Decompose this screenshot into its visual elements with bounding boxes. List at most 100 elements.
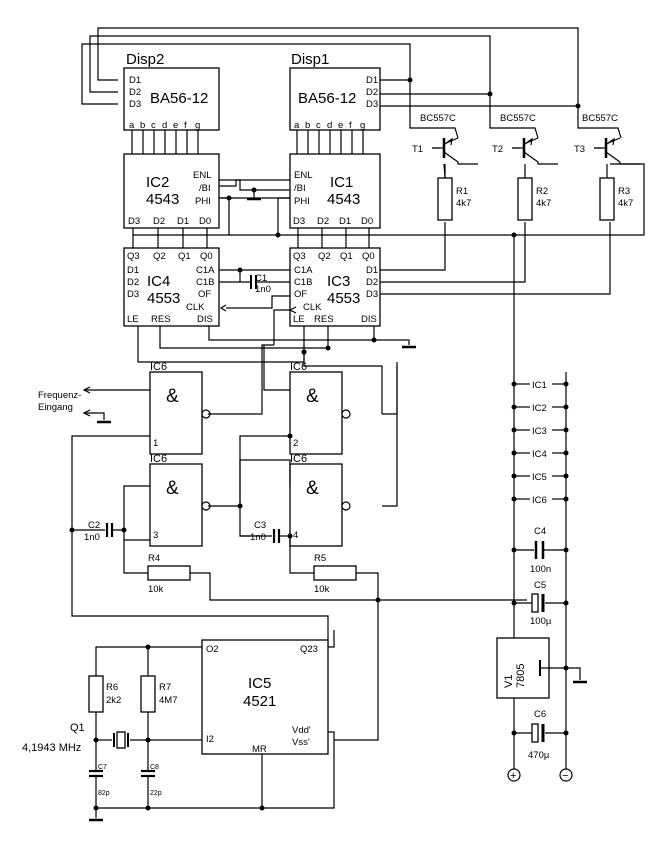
svg-text:C2: C2 bbox=[88, 520, 100, 531]
svg-text:D0: D0 bbox=[199, 216, 211, 227]
resistor-ref: R1 bbox=[456, 186, 468, 197]
digit-bus-wires bbox=[81, 27, 622, 139]
svg-text:LE: LE bbox=[127, 314, 139, 325]
counter-wires: C1 1n0 bbox=[137, 222, 611, 363]
svg-text:Q1: Q1 bbox=[178, 251, 191, 262]
segment-label: c bbox=[316, 120, 321, 131]
svg-text:OF: OF bbox=[294, 289, 307, 300]
counter-ic3: Q3 Q2 Q1 Q0 D1 D2 D3 IC3 4553 C1A C1B OF… bbox=[289, 247, 381, 327]
segment-label: b bbox=[140, 120, 145, 131]
svg-text:2k2: 2k2 bbox=[106, 695, 121, 706]
svg-text:DIS: DIS bbox=[361, 314, 377, 325]
ic-part: 4543 bbox=[146, 191, 179, 208]
decoder-control-wires bbox=[219, 163, 645, 238]
transistor-ref: T2 bbox=[492, 144, 503, 155]
gate-pin: 1 bbox=[153, 438, 158, 449]
svg-text:D0: D0 bbox=[361, 216, 373, 227]
display-part: BA56-12 bbox=[150, 90, 208, 107]
svg-text:C3: C3 bbox=[254, 520, 266, 531]
svg-text:D3: D3 bbox=[366, 289, 378, 300]
ic-ref: IC5 bbox=[248, 675, 271, 692]
svg-text:LE: LE bbox=[293, 314, 305, 325]
segment-label: e bbox=[173, 120, 178, 131]
svg-text:D1: D1 bbox=[129, 75, 141, 86]
nand-gate bbox=[149, 463, 203, 547]
ic-part: 4521 bbox=[243, 693, 276, 710]
svg-text:C1A: C1A bbox=[196, 265, 215, 276]
svg-text:C7: C7 bbox=[98, 764, 107, 771]
svg-text:Q3: Q3 bbox=[127, 251, 140, 262]
segment-label: a bbox=[294, 120, 300, 131]
svg-text:O2: O2 bbox=[206, 644, 219, 655]
gate-ref: IC6 bbox=[150, 453, 167, 465]
svg-text:OF: OF bbox=[198, 289, 211, 300]
resistor-value: 4k7 bbox=[536, 198, 551, 209]
segment-label: g bbox=[195, 120, 200, 131]
transistor-part: BC557C bbox=[500, 113, 536, 124]
supply-ic-label: IC3 bbox=[532, 426, 547, 437]
ic-ref: IC2 bbox=[146, 174, 169, 191]
gate-ref: IC6 bbox=[290, 361, 307, 373]
svg-text:7805: 7805 bbox=[515, 664, 527, 688]
svg-text:Eingang: Eingang bbox=[38, 402, 73, 413]
svg-text:PHI: PHI bbox=[294, 196, 310, 207]
segment-label: g bbox=[360, 120, 365, 131]
ic-ref: IC4 bbox=[147, 273, 170, 290]
c1-ref: C1 bbox=[255, 273, 267, 284]
resistor-ref: R3 bbox=[618, 186, 630, 197]
svg-text:/BI: /BI bbox=[294, 183, 306, 194]
svg-text:Q3: Q3 bbox=[293, 251, 306, 262]
minus-terminal: − bbox=[562, 770, 568, 782]
ic-part: 4553 bbox=[327, 290, 360, 307]
inverter-bubble bbox=[341, 409, 351, 419]
base-resistor bbox=[437, 177, 453, 221]
svg-text:MR: MR bbox=[252, 744, 267, 755]
segment-label: f bbox=[349, 120, 352, 131]
counter-ic4: Q3 Q2 Q1 Q0 D1 D2 D3 IC4 4553 C1A C1B OF… bbox=[123, 247, 220, 327]
gate-pin: 2 bbox=[293, 438, 298, 449]
svg-text:4M7: 4M7 bbox=[159, 695, 177, 706]
bcd-wires bbox=[132, 228, 370, 248]
resistor-value: 4k7 bbox=[456, 198, 471, 209]
svg-text:Q0: Q0 bbox=[200, 251, 213, 262]
gate-ref: IC6 bbox=[150, 361, 167, 373]
svg-text:1n0: 1n0 bbox=[84, 532, 100, 543]
svg-text:Q0: Q0 bbox=[362, 251, 375, 262]
svg-text:C1B: C1B bbox=[294, 277, 312, 288]
svg-text:R6: R6 bbox=[106, 682, 118, 693]
svg-text:C6: C6 bbox=[534, 709, 546, 720]
svg-text:Vdd': Vdd' bbox=[292, 725, 311, 736]
svg-text:Frequenz-: Frequenz- bbox=[38, 390, 81, 401]
svg-text:C8: C8 bbox=[150, 764, 159, 771]
svg-text:100n: 100n bbox=[530, 564, 551, 575]
svg-text:D3: D3 bbox=[129, 99, 141, 110]
oscillator-ic5: O2 Q23 I2 Vdd' Vss' MR IC5 4521 R6 2k2 R… bbox=[22, 630, 335, 822]
svg-text:CLK: CLK bbox=[186, 302, 205, 313]
svg-text:R7: R7 bbox=[159, 682, 171, 693]
svg-text:D2: D2 bbox=[366, 87, 378, 98]
display-part: BA56-12 bbox=[298, 90, 356, 107]
ic-ref: IC1 bbox=[330, 174, 353, 191]
svg-text:10k: 10k bbox=[314, 584, 330, 595]
power-supply: C4 100n C5 100µ V1 7805 C6 470µ + − bbox=[496, 235, 587, 782]
svg-text:C5: C5 bbox=[534, 580, 546, 591]
svg-text:D2: D2 bbox=[317, 216, 329, 227]
svg-text:D2: D2 bbox=[366, 277, 378, 288]
supply-ic-label: IC4 bbox=[532, 449, 547, 460]
svg-text:C1B: C1B bbox=[196, 277, 214, 288]
svg-text:Q1: Q1 bbox=[340, 251, 353, 262]
svg-text:22p: 22p bbox=[150, 790, 162, 797]
segment-label: d bbox=[327, 120, 332, 131]
svg-text:82p: 82p bbox=[98, 790, 110, 797]
supply-ic-label: IC6 bbox=[532, 495, 547, 506]
plus-terminal: + bbox=[510, 770, 516, 782]
input-label: Frequenz- Eingang bbox=[38, 386, 150, 424]
transistor-ref: T1 bbox=[412, 144, 423, 155]
svg-text:CLK: CLK bbox=[303, 302, 322, 313]
svg-text:D1: D1 bbox=[366, 265, 378, 276]
segment-label: f bbox=[184, 120, 187, 131]
